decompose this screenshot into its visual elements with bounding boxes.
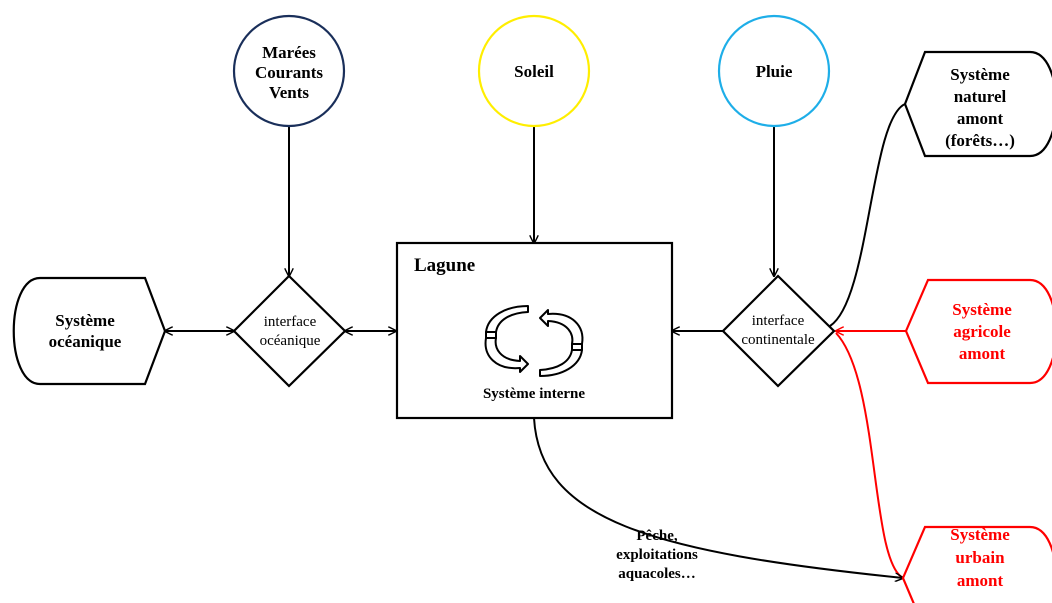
interface-continentale-line-2: continentale: [741, 332, 815, 348]
node-marees: Marées Courants Vents: [232, 14, 346, 128]
systeme-urbain-line-3: amont: [957, 571, 1004, 590]
soleil-label: Soleil: [514, 62, 554, 81]
marees-line-3: Vents: [269, 83, 309, 102]
interface-oceanique-line-1: interface: [264, 314, 317, 330]
node-interface-continentale: interface continentale: [721, 274, 836, 388]
node-soleil: Soleil: [477, 14, 591, 128]
interface-oceanique-line-2: océanique: [260, 333, 321, 349]
systeme-agricole-line-2: agricole: [953, 322, 1011, 341]
interface-continentale-diamond: [721, 274, 836, 388]
systeme-agricole-line-1: Système: [952, 300, 1012, 319]
systeme-urbain-line-1: Système: [950, 525, 1010, 544]
systeme-oceanique-shape: [12, 276, 167, 386]
systeme-naturel-line-4: (forêts…): [945, 131, 1015, 150]
interface-continentale-line-1: interface: [752, 313, 805, 329]
marees-circle: [232, 14, 346, 128]
peche-line-3: aquacoles…: [618, 566, 696, 582]
edge-urbain-to-interface: [835, 332, 904, 579]
node-systeme-urbain: Système urbain amont: [901, 525, 1052, 603]
node-interface-oceanique: interface océanique: [232, 274, 347, 388]
peche-label: Pêche, exploitations aquacoles…: [616, 528, 698, 582]
node-systeme-oceanique: Système océanique: [12, 276, 167, 386]
peche-line-1: Pêche,: [636, 528, 677, 544]
systeme-naturel-shape: [903, 50, 1052, 158]
pluie-circle: [717, 14, 831, 128]
systeme-oceanique-line-1: Système: [55, 311, 115, 330]
node-pluie: Pluie: [717, 14, 831, 128]
node-systeme-agricole: Système agricole amont: [904, 278, 1052, 385]
marees-line-1: Marées: [262, 43, 316, 62]
lagune-box: [395, 241, 674, 420]
systeme-naturel-line-2: naturel: [954, 87, 1007, 106]
marees-line-2: Courants: [255, 63, 323, 82]
systeme-naturel-line-3: amont: [957, 109, 1004, 128]
edge-lagune-to-urbain: [533, 417, 903, 578]
cycle-arrows-icon: [484, 305, 584, 377]
peche-line-2: exploitations: [616, 547, 698, 563]
node-lagune: Lagune Système interne: [395, 241, 674, 420]
soleil-circle: [477, 14, 591, 128]
systeme-agricole-shape: [904, 278, 1052, 385]
systeme-oceanique-line-2: océanique: [49, 332, 122, 351]
systeme-agricole-line-3: amont: [959, 344, 1006, 363]
edge-naturel-to-interface: [829, 103, 906, 327]
interface-oceanique-diamond: [232, 274, 347, 388]
node-systeme-naturel: Système naturel amont (forêts…): [903, 50, 1052, 158]
systeme-naturel-line-1: Système: [950, 65, 1010, 84]
systeme-urbain-shape: [901, 525, 1052, 603]
pluie-label: Pluie: [756, 62, 793, 81]
lagune-title: Lagune: [414, 255, 475, 276]
systeme-urbain-line-2: urbain: [955, 548, 1005, 567]
systeme-interne-label: Système interne: [483, 386, 585, 402]
